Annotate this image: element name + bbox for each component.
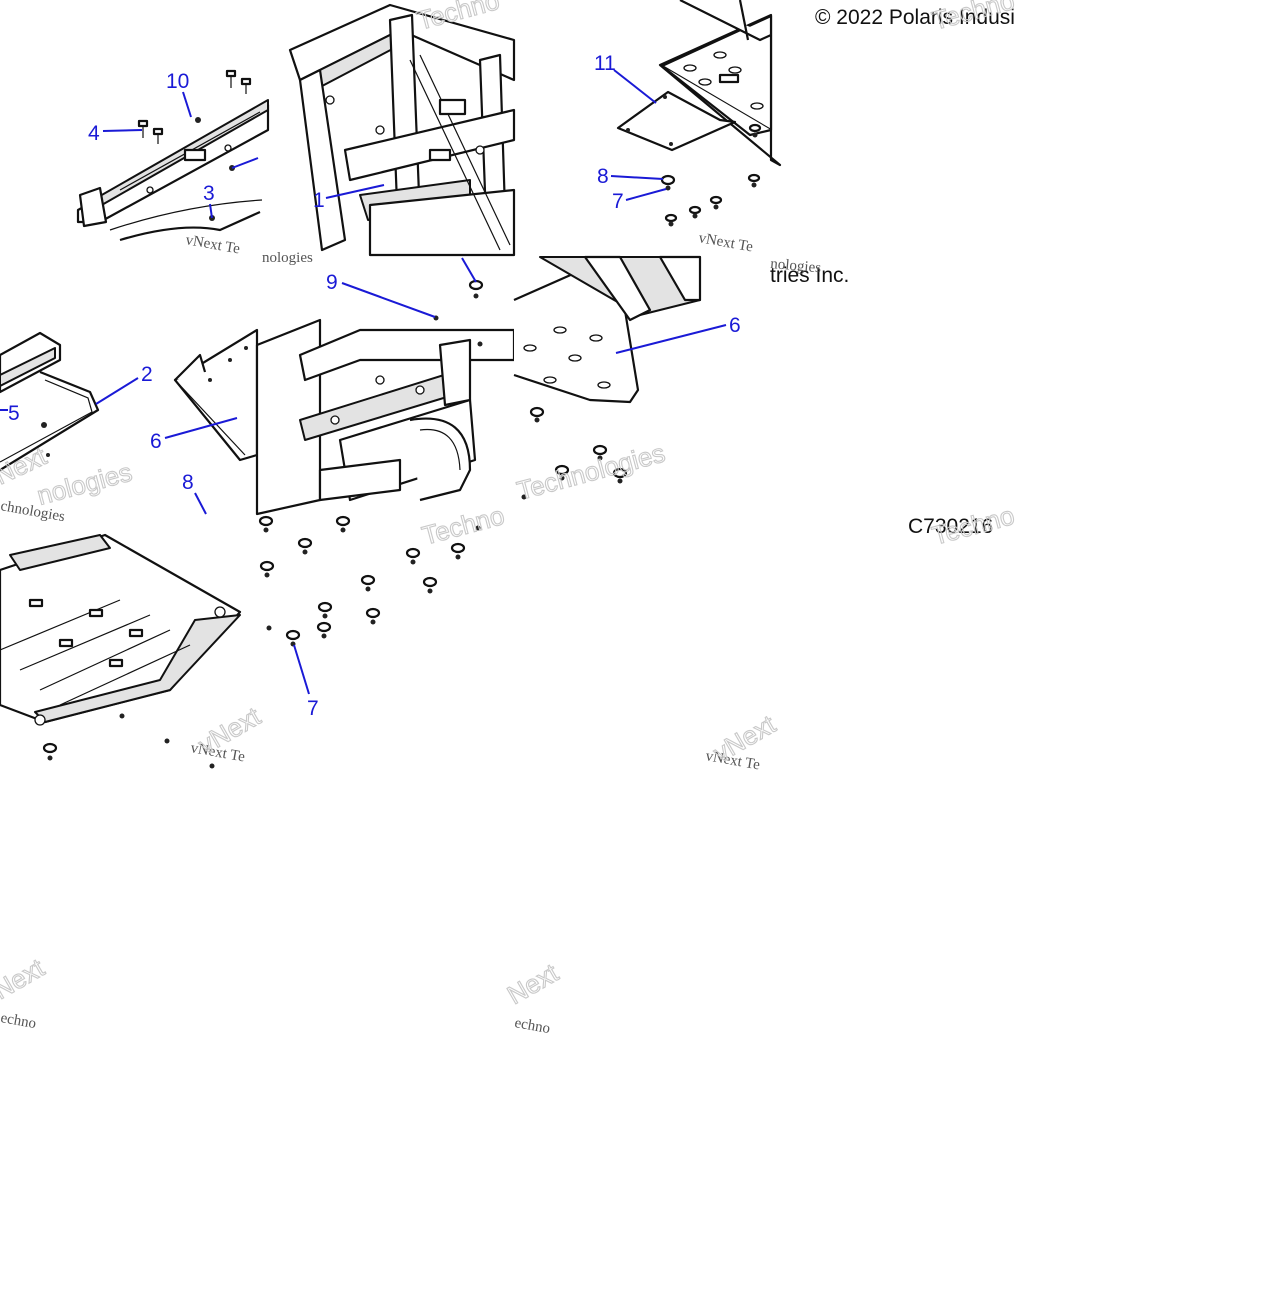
- fastener-set-top-right: [660, 123, 762, 227]
- svg-text:3: 3: [203, 182, 215, 205]
- callout-5: 5: [0, 402, 20, 425]
- callout-11: 11: [594, 52, 657, 104]
- side-rail-assembly: [0, 331, 100, 471]
- callout-10: 10: [166, 70, 192, 118]
- svg-text:echno: echno: [513, 1015, 551, 1037]
- svg-text:Next: Next: [502, 957, 564, 1010]
- access-cover: [616, 90, 737, 152]
- drawing-number-block: C730216 Techno: [908, 500, 1018, 552]
- drawing-number: C730216: [908, 515, 993, 538]
- rail-assembly-top-left: [76, 99, 270, 242]
- svg-text:vNext Te: vNext Te: [184, 232, 241, 257]
- fastener-set-bottom: [258, 515, 481, 647]
- callout-6-right: 6: [615, 314, 741, 354]
- callout-8-top: 8: [597, 165, 664, 188]
- floor-panel-mid-left: [173, 328, 259, 462]
- svg-text:6: 6: [729, 314, 741, 337]
- svg-text:9: 9: [326, 271, 338, 294]
- callout-7-top: 7: [612, 188, 667, 213]
- svg-text:7: 7: [307, 697, 319, 720]
- svg-text:8: 8: [182, 471, 194, 494]
- callout-1: 1: [313, 184, 385, 212]
- svg-text:4: 4: [88, 122, 100, 145]
- svg-text:Techno: Techno: [929, 500, 1018, 551]
- svg-text:vNext Te: vNext Te: [697, 230, 754, 255]
- callout-6-left: 6: [150, 417, 238, 453]
- svg-text:5: 5: [8, 402, 20, 425]
- callout-2: 2: [95, 363, 153, 405]
- callout-4: 4: [88, 122, 143, 145]
- svg-text:nologies: nologies: [262, 250, 313, 266]
- svg-text:Next: Next: [0, 952, 50, 1005]
- svg-text:Techno: Techno: [419, 500, 508, 551]
- callout-8-left: 8: [182, 471, 207, 515]
- skid-plate-assembly: [0, 533, 242, 769]
- svg-text:11: 11: [594, 52, 616, 75]
- callout-7-bottom: 7: [293, 644, 319, 720]
- svg-text:10: 10: [166, 70, 189, 93]
- svg-text:8: 8: [597, 165, 609, 188]
- callout-3: 3: [203, 182, 215, 219]
- copyright-tail: tries Inc.: [770, 264, 849, 287]
- svg-text:1: 1: [313, 189, 325, 212]
- floor-panel-mid-right: [513, 255, 702, 500]
- svg-text:7: 7: [612, 190, 624, 213]
- svg-text:echno: echno: [0, 1010, 37, 1032]
- copyright-block: © 2022 Polaris Indusi Techno: [815, 0, 1018, 36]
- main-frame-rear: [255, 279, 516, 516]
- svg-text:nologies: nologies: [770, 256, 822, 276]
- main-frame-top: [288, 3, 516, 257]
- copyright-text: © 2022 Polaris Indusi: [815, 6, 1015, 29]
- svg-text:6: 6: [150, 430, 162, 453]
- callout-9: 9: [326, 271, 436, 318]
- bolt-set-top-left: [137, 69, 252, 144]
- svg-text:2: 2: [141, 363, 153, 386]
- svg-text:Technologies: Technologies: [514, 438, 668, 506]
